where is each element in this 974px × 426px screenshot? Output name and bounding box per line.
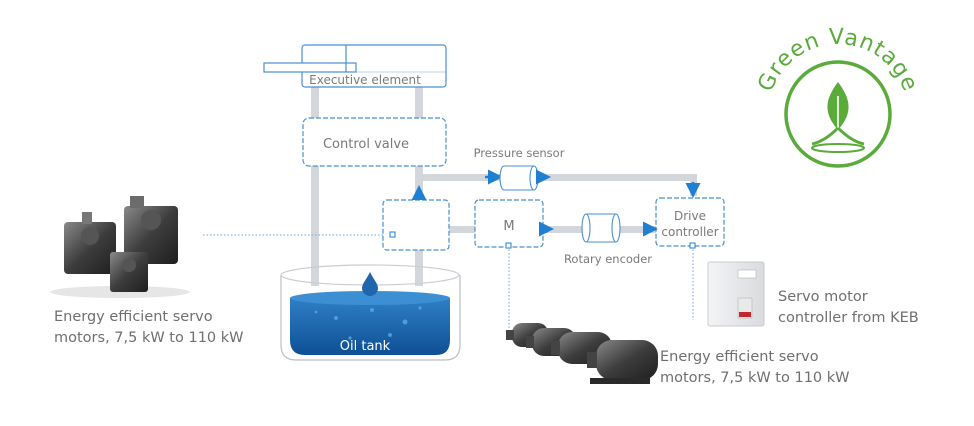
oil-bubbles xyxy=(314,306,422,340)
pump-medium xyxy=(64,212,116,274)
drive-controller-label-2: controller xyxy=(661,225,718,239)
control-valve-label: Control valve xyxy=(323,137,409,152)
leaf-icon xyxy=(811,82,865,153)
drive-controller-label-1: Drive xyxy=(674,209,706,223)
oil-tank: Oil tank xyxy=(280,264,461,361)
controller-cabinet-image xyxy=(707,261,765,327)
motor-label: M xyxy=(503,219,514,234)
signal-lines xyxy=(203,234,694,338)
pump-small xyxy=(110,252,148,292)
motor-box: M xyxy=(474,199,554,249)
pump-large xyxy=(124,196,178,264)
pump-caption: Energy efficient servo motors, 7,5 kW to… xyxy=(54,309,244,346)
keb-controller-caption: Servo motor controller from KEB xyxy=(778,289,919,326)
rotary-encoder: Rotary encoder xyxy=(564,213,652,266)
rotary-encoder-label: Rotary encoder xyxy=(564,252,652,266)
servo-motor-image xyxy=(506,323,658,384)
control-valve: Control valve xyxy=(302,117,447,167)
servo-motor-caption: Energy efficient servo motors, 7,5 kW to… xyxy=(660,349,850,386)
pressure-sensor: Pressure sensor xyxy=(474,146,565,191)
drive-controller: Drive controller xyxy=(643,182,725,249)
executive-element-label: Executive element xyxy=(309,73,421,87)
oil-tank-label: Oil tank xyxy=(340,339,391,354)
executive-element: Executive element xyxy=(263,44,447,88)
water-drop-icon xyxy=(362,272,378,296)
pump-box xyxy=(382,185,450,251)
green-vantage-logo: Green Vantage xyxy=(753,25,922,168)
logo-ring xyxy=(784,60,892,168)
servo-motor-4 xyxy=(587,340,658,384)
pump-image xyxy=(50,196,190,298)
pressure-sensor-label: Pressure sensor xyxy=(474,146,565,160)
